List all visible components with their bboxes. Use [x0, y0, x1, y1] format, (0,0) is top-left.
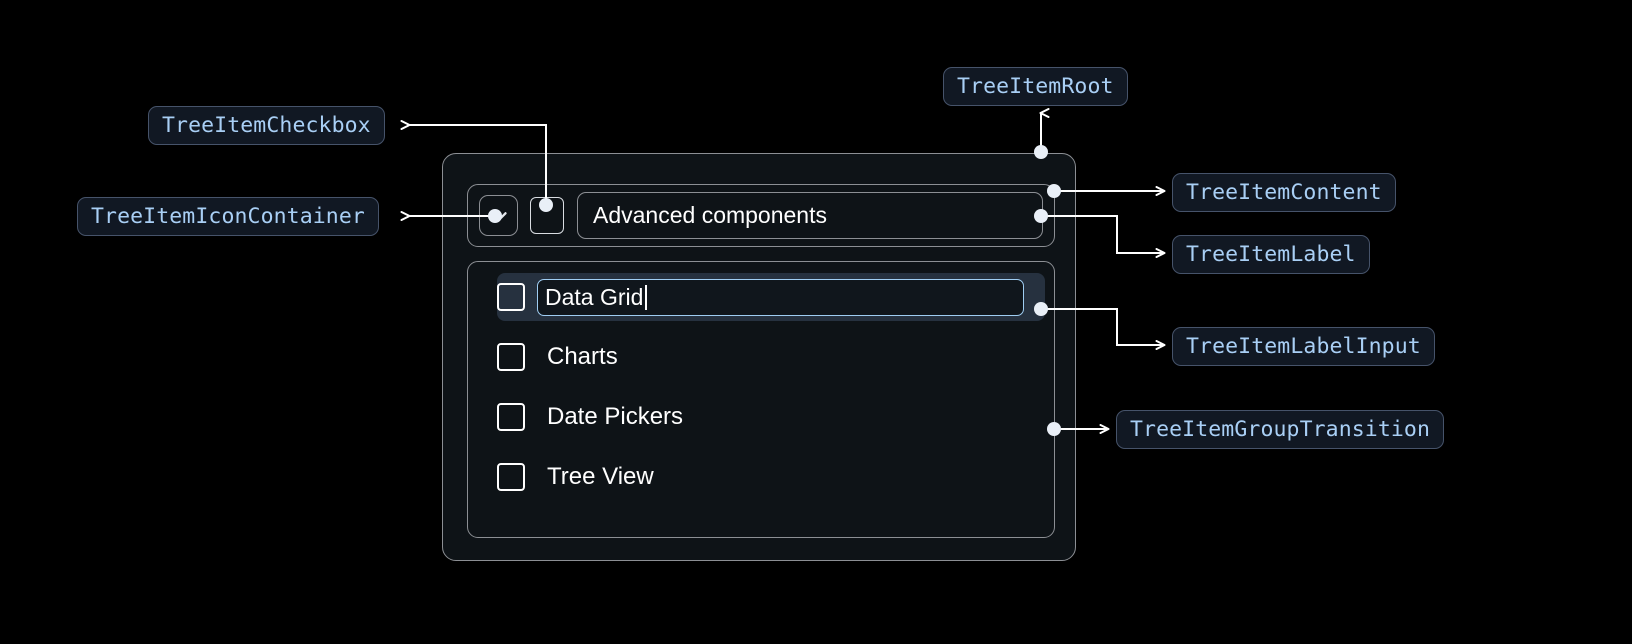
tree-item-label[interactable]: Date Pickers [547, 403, 684, 430]
chip-tree-item-icon-container[interactable]: TreeItemIconContainer [77, 197, 379, 236]
tree-item-icon-container[interactable] [479, 195, 518, 236]
tree-child-row-date-pickers[interactable]: Date Pickers [497, 393, 683, 441]
tree-item-checkbox[interactable] [497, 343, 525, 371]
tree-item-label[interactable]: Tree View [547, 463, 654, 490]
tree-item-label-input[interactable]: Data Grid [537, 278, 1024, 316]
tree-child-row-data-grid[interactable]: Data Grid [497, 273, 1045, 321]
chip-tree-item-root[interactable]: TreeItemRoot [943, 67, 1128, 106]
text-caret [645, 284, 648, 310]
tree-item-label[interactable]: Charts [547, 343, 618, 370]
tree-item-checkbox[interactable] [497, 283, 525, 311]
chevron-down-icon [486, 203, 512, 229]
chip-tree-item-checkbox[interactable]: TreeItemCheckbox [148, 106, 385, 145]
chip-tree-item-label-input[interactable]: TreeItemLabelInput [1172, 327, 1435, 366]
chip-tree-item-content[interactable]: TreeItemContent [1172, 173, 1396, 212]
tree-item-checkbox[interactable] [497, 463, 525, 491]
chip-tree-item-label[interactable]: TreeItemLabel [1172, 235, 1370, 274]
tree-item-root[interactable]: Advanced components Data Grid Charts Dat… [442, 153, 1076, 561]
tree-child-row-tree-view[interactable]: Tree View [497, 453, 654, 501]
tree-item-group-transition: Data Grid Charts Date Pickers Tree View [467, 261, 1055, 538]
tree-child-row-charts[interactable]: Charts [497, 333, 618, 381]
chip-tree-item-group-transition[interactable]: TreeItemGroupTransition [1116, 410, 1445, 449]
label-input-value: Data Grid [545, 283, 644, 310]
tree-item-checkbox[interactable] [497, 403, 525, 431]
tree-item-content[interactable]: Advanced components [467, 184, 1055, 247]
tree-item-label[interactable]: Advanced components [577, 192, 1043, 239]
tree-item-checkbox[interactable] [530, 197, 564, 234]
